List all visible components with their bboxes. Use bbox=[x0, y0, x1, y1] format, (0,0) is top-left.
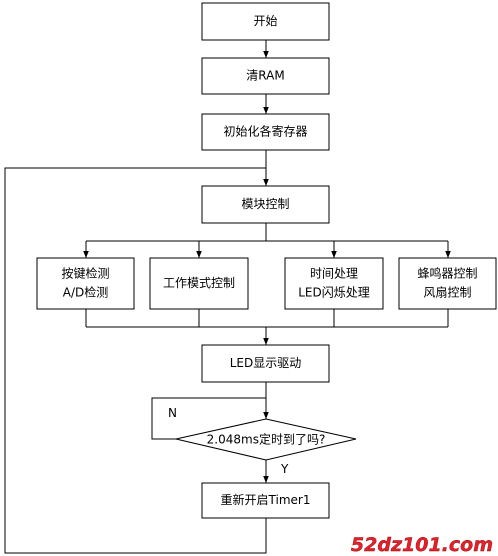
connectors bbox=[4, 40, 451, 554]
buzzer-fan-box: 蜂鸣器控制 风扇控制 bbox=[398, 257, 497, 310]
no-loop-line bbox=[151, 397, 266, 440]
init-registers-box: 初始化各寄存器 bbox=[201, 113, 330, 151]
start-label: 开始 bbox=[253, 14, 277, 28]
decision-label: 2.048ms定时到了吗? bbox=[207, 432, 326, 447]
restart-timer-box: 重新开启Timer1 bbox=[201, 482, 330, 519]
init-registers-label: 初始化各寄存器 bbox=[223, 124, 307, 139]
module-control-box: 模块控制 bbox=[201, 185, 330, 224]
clear-ram-box: 清RAM bbox=[201, 57, 330, 95]
main-loop-line bbox=[4, 167, 267, 554]
decision-diamond: 2.048ms定时到了吗? bbox=[175, 418, 357, 461]
work-mode-label: 工作模式控制 bbox=[163, 276, 235, 290]
keys-label: 按键检测 bbox=[61, 266, 109, 281]
time-led-box: 时间处理 LED闪烁处理 bbox=[284, 257, 384, 310]
module-control-label: 模块控制 bbox=[241, 197, 289, 211]
time-label: 时间处理 bbox=[310, 267, 358, 281]
restart-timer-label: 重新开启Timer1 bbox=[221, 492, 311, 507]
led-display-label: LED显示驱动 bbox=[230, 356, 302, 370]
start-box: 开始 bbox=[201, 2, 330, 41]
led-display-box: LED显示驱动 bbox=[201, 344, 330, 383]
work-mode-box: 工作模式控制 bbox=[149, 257, 249, 310]
buzzer-label: 蜂鸣器控制 bbox=[417, 266, 477, 281]
no-branch-label: N bbox=[168, 406, 177, 420]
site-watermark-logo: 52dz101.com bbox=[351, 534, 493, 556]
clear-ram-label: 清RAM bbox=[246, 69, 284, 83]
led-blink-label: LED闪烁处理 bbox=[298, 286, 370, 300]
yes-branch-label: Y bbox=[280, 462, 289, 476]
keys-ad-box: 按键检测 A/D检测 bbox=[36, 257, 135, 310]
ad-label: A/D检测 bbox=[63, 285, 109, 300]
fan-label: 风扇控制 bbox=[423, 285, 471, 300]
